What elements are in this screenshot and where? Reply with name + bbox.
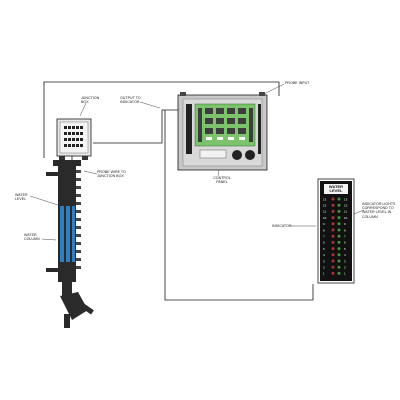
indicator-row-number-right: 8 [344, 228, 346, 232]
indicator-panel [317, 178, 355, 284]
indicator-led [331, 234, 335, 238]
indicator-row-number-right: 3 [344, 259, 346, 263]
indicator-led [331, 203, 335, 207]
indicator-row-number-left: 8 [323, 228, 325, 232]
indicator-row-number-right: 4 [344, 253, 346, 257]
indicator-row-number-right: 6 [344, 241, 346, 245]
wire-junction-to-panel [93, 109, 178, 144]
indicator-label: INDICATOR [272, 224, 292, 228]
water-column [46, 160, 94, 328]
indicator-led [337, 234, 341, 238]
leader-lines [29, 83, 365, 241]
indicator-row-number-right: 2 [344, 266, 346, 270]
wire-output-to-indicator [164, 110, 314, 301]
indicator-row-number-left: 13 [323, 197, 327, 201]
indicator-led [337, 197, 341, 201]
indicator-led [331, 259, 335, 263]
indicator-row-number-right: 1 [344, 272, 346, 276]
indicator-row-number-left: 6 [323, 241, 325, 245]
indicator-led [331, 222, 335, 226]
indicator-row-number-right: 9 [344, 222, 346, 226]
indicator-row-number-left: 1 [323, 272, 325, 276]
indicator-row-number-left: 9 [323, 222, 325, 226]
indicator-led [331, 265, 335, 269]
junction-box [56, 118, 92, 160]
indicator-led [337, 240, 341, 244]
indicator-led [337, 209, 341, 213]
probe-fittings [76, 170, 81, 269]
indicator-led [337, 228, 341, 232]
indicator-row-number-left: 3 [323, 259, 325, 263]
circuit-board [194, 103, 256, 147]
indicator-row-number-left: 2 [323, 266, 325, 270]
probe-input-label: PROBE INPUT [285, 81, 310, 85]
indicator-row-number-right: 13 [344, 197, 348, 201]
control-panel-enclosure [177, 92, 268, 171]
indicator-led [331, 253, 335, 257]
wire-lines [43, 81, 314, 301]
indicator-led [331, 247, 335, 251]
indicator-row: 12 12 [323, 204, 348, 208]
wire-column-to-junction [43, 81, 280, 158]
indicator-row: 13 13 [323, 197, 348, 201]
indicator-row: 10 10 [323, 216, 348, 220]
indicator-led [337, 216, 341, 220]
indicator-led [337, 247, 341, 251]
indicator-row-number-right: 7 [344, 235, 346, 239]
indicator-row-number-right: 5 [344, 247, 346, 251]
indicator-led [337, 203, 341, 207]
indicator-row-number-left: 7 [323, 235, 325, 239]
indicator-led [337, 265, 341, 269]
junction-terminal-block [64, 126, 83, 147]
indicator-row-number-right: 12 [344, 204, 348, 208]
indicator-row: 11 11 [323, 210, 347, 214]
relay-sockets [199, 149, 255, 160]
indicator-led [337, 259, 341, 263]
indicator-led [331, 228, 335, 232]
indicator-led [331, 240, 335, 244]
indicator-row-number-left: 10 [323, 216, 327, 220]
indicator-led [337, 222, 341, 226]
indicator-led [337, 271, 341, 275]
indicator-led [337, 253, 341, 257]
indicator-row-number-left: 12 [323, 204, 327, 208]
indicator-led [331, 209, 335, 213]
indicator-row-number-right: 11 [344, 210, 347, 214]
indicator-row-number-left: 4 [323, 253, 325, 257]
indicator-led [331, 216, 335, 220]
indicator-row-number-right: 10 [344, 216, 348, 220]
indicator-led [331, 271, 335, 275]
indicator-row-number-left: 11 [323, 210, 326, 214]
probe-electrodes [60, 206, 75, 262]
indicator-row-number-left: 5 [323, 247, 325, 251]
indicator-led [331, 197, 335, 201]
